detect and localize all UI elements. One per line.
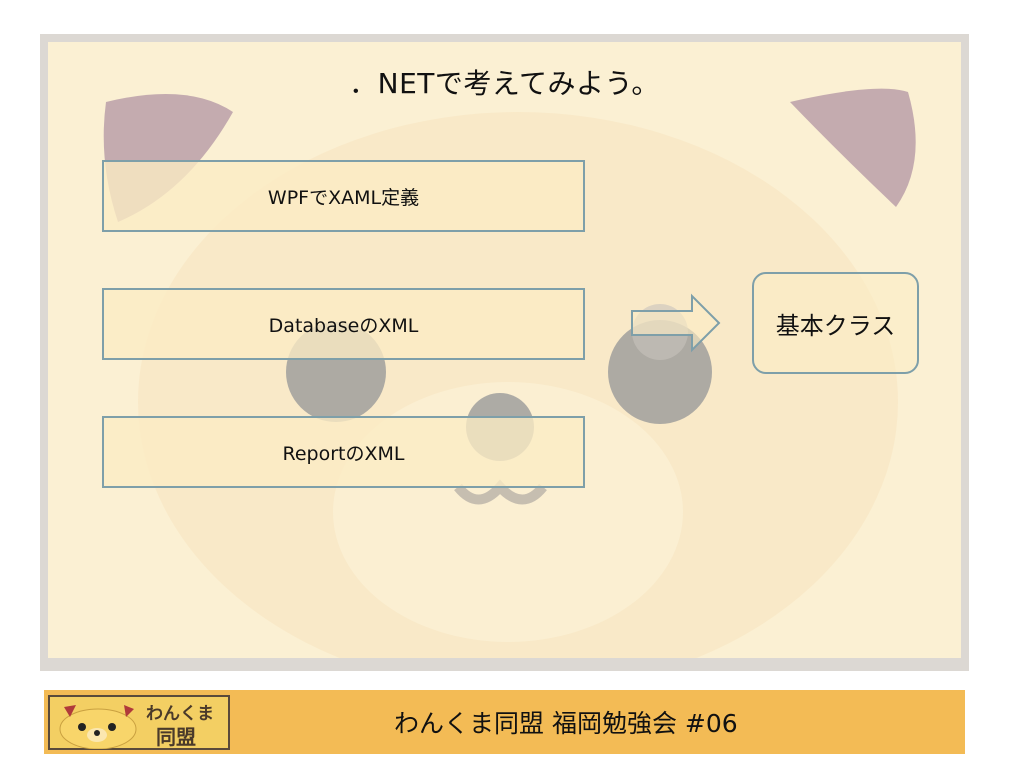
base-class-box: 基本クラス (752, 272, 919, 374)
footer-title: わんくま同盟 福岡勉強会 #06 (394, 709, 738, 738)
logo-text-top: わんくま (146, 704, 214, 724)
wankuma-logo: わんくま 同盟 (48, 695, 230, 750)
database-xml-box: DatabaseのXML (102, 288, 585, 360)
bear-face-icon (59, 705, 137, 749)
report-xml-box: ReportのXML (102, 416, 585, 488)
footer-bar: わんくま 同盟 わんくま同盟 福岡勉強会 #06 (44, 690, 965, 754)
slide-title: ．NETで考えてみよう。 (349, 67, 660, 100)
logo-text-bottom: 同盟 (156, 725, 196, 749)
right-arrow-icon (631, 293, 721, 353)
wpf-xaml-box: WPFでXAML定義 (102, 160, 585, 232)
